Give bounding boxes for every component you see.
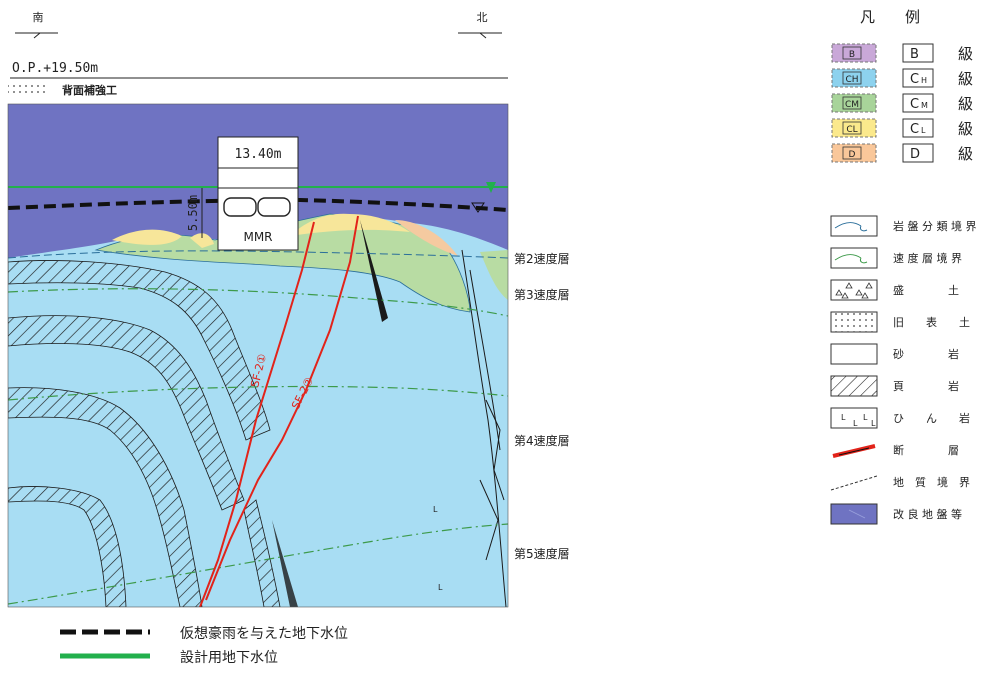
width-label: 13.40m	[235, 147, 282, 162]
symbol-legend-label: 地 質 境 界	[893, 475, 970, 489]
symbol-legend-row: 岩 盤 分 類 境 界	[830, 215, 976, 237]
velocity-boundary-3	[8, 288, 508, 317]
improved-ground-icon	[830, 503, 878, 525]
rock-grade-suffix: 級	[958, 120, 973, 138]
symbol-legend-label: 断 層	[893, 443, 959, 457]
svg-text:L: L	[853, 419, 858, 428]
symbol-legend-label: 速 度 層 境 界	[893, 251, 962, 265]
geologic-section: MMR 13.40m 5.50m SF-2① SF-2② L L	[8, 104, 508, 607]
shale-band-bottom	[8, 486, 127, 607]
rock-grade-suffix: 級	[958, 70, 973, 88]
symbol-legend-row: 頁 岩	[830, 375, 959, 397]
velocity-layer-3: 第3速度層	[514, 287, 570, 302]
water-legend-rain: 仮想豪雨を与えた地下水位	[180, 626, 348, 642]
rock-grade-sub: M	[921, 101, 928, 110]
rock-grade-box-label: CL	[846, 125, 857, 135]
south-arrow-icon	[33, 32, 41, 39]
height-label: 5.50m	[186, 195, 200, 231]
velocity-layer-5: 第5速度層	[514, 546, 570, 561]
rock-grade-suffix: 級	[958, 145, 973, 163]
svg-text:L: L	[871, 419, 876, 428]
fault-sf2-2	[205, 215, 359, 601]
rock-grade-code: C	[910, 97, 919, 112]
rock-boundary-icon	[830, 215, 878, 237]
symbol-legend-label: 頁 岩	[893, 379, 959, 393]
shale-band-lower	[8, 387, 203, 607]
dimension-box	[217, 136, 299, 189]
north-direction-marker: 北	[458, 11, 502, 39]
symbol-legend-label: 岩 盤 分 類 境 界	[893, 219, 976, 233]
symbol-legend-row: 断 層	[832, 443, 959, 458]
water-legend-design: 設計用地下水位	[180, 650, 278, 666]
shale-icon	[830, 375, 878, 397]
fill-icon	[830, 279, 878, 301]
symbol-legend-row: 盛 土	[830, 279, 959, 301]
rock-grade-box-label: D	[849, 150, 856, 160]
fault-icon	[832, 444, 876, 458]
structure-label: MMR	[243, 230, 272, 244]
legend-title: 凡 例	[860, 8, 920, 26]
backfill-icon	[8, 82, 48, 96]
elevation-label: O.P.+19.50m	[12, 61, 98, 76]
svg-text:L: L	[863, 413, 868, 422]
rock-cl-patch	[112, 229, 182, 245]
symbol-legend-row: 速 度 層 境 界	[830, 247, 962, 269]
velocity-boundary-icon	[830, 247, 878, 269]
velocity-layer-2: 第2速度層	[514, 251, 570, 266]
geologic-boundary-icon	[830, 475, 878, 491]
rock-grade-code: B	[910, 47, 919, 62]
water-level-marker-icon	[471, 202, 485, 213]
north-label: 北	[477, 11, 488, 24]
symbol-legend-label: 改 良 地 盤 等	[893, 507, 962, 521]
rock-grade-box-label: CM	[845, 100, 859, 110]
rain-water-level	[8, 197, 508, 212]
rock-grade-suffix: 級	[958, 95, 973, 113]
svg-text:L: L	[438, 583, 443, 592]
rock-grade-code: C	[910, 122, 919, 137]
design-water-marker-icon	[486, 182, 496, 193]
rock-grade-box-label: CH	[845, 75, 858, 85]
rock-grade-sub: L	[921, 126, 926, 135]
rock-grade-code: D	[910, 147, 920, 162]
rock-grade-sub: H	[921, 76, 927, 85]
symbol-legend-label: 旧 表 土	[893, 315, 970, 329]
shale-band-middle	[8, 315, 245, 511]
symbol-legend-row: 旧 表 土	[830, 311, 970, 333]
velocity-boundary-5	[8, 523, 508, 605]
svg-text:L: L	[433, 505, 438, 514]
symbol-legend-row: 砂 岩	[830, 343, 959, 365]
symbol-legend-row: 地 質 境 界	[830, 475, 970, 491]
old-surface-icon	[830, 311, 878, 333]
shale-band-upper	[8, 260, 271, 441]
symbol-legend-label: ひ ん 岩	[893, 411, 970, 425]
symbol-legend-label: 盛 土	[893, 283, 959, 297]
fault-sf2-1	[199, 221, 315, 607]
rock-grade-code: C	[910, 72, 919, 87]
symbol-legend-label: 砂 岩	[893, 347, 959, 361]
velocity-layer-4: 第4速度層	[514, 433, 570, 448]
symbol-legend-row: 改 良 地 盤 等	[830, 503, 962, 525]
sandstone-icon	[830, 343, 878, 365]
svg-text:L: L	[841, 413, 846, 422]
rock-grade-box-label: B	[849, 50, 855, 60]
rock-d-patch	[395, 220, 458, 256]
south-label: 南	[33, 11, 44, 24]
backfill-label: 背面補強工	[62, 83, 117, 97]
rock-grade-suffix: 級	[958, 45, 973, 63]
velocity-boundary-4	[8, 385, 508, 401]
south-direction-marker: 南	[15, 11, 58, 39]
north-arrow-icon	[479, 32, 487, 39]
